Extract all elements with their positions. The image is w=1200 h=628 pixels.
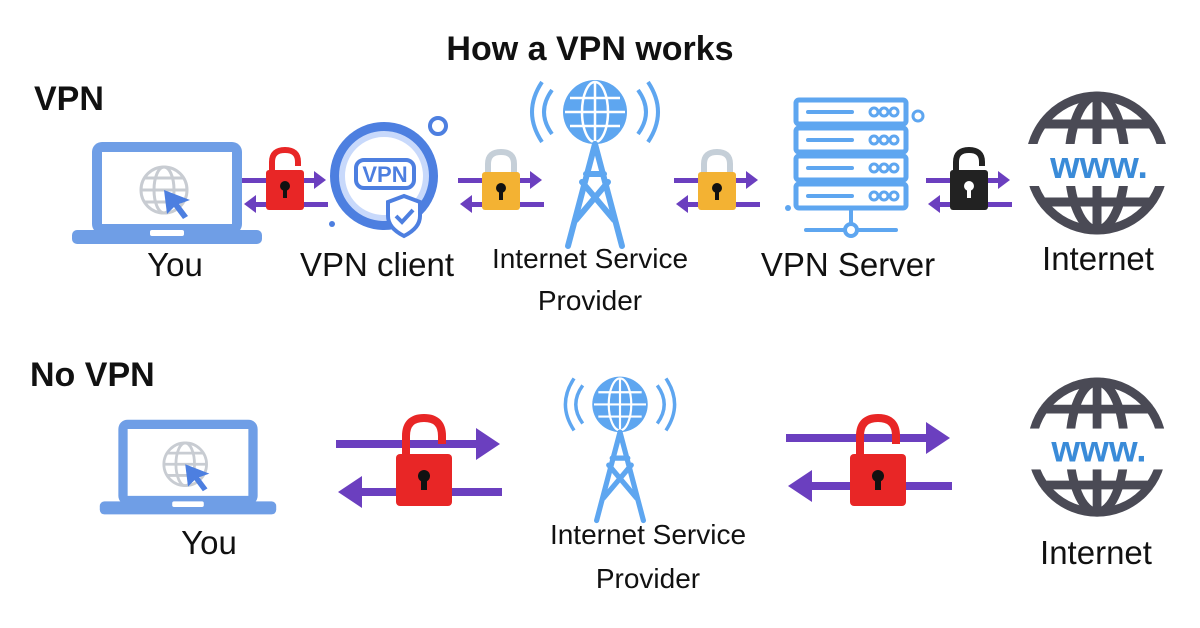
isp-label-line1: Internet Service	[491, 243, 689, 274]
novpn-section-label: No VPN	[30, 356, 155, 394]
globe-cursor-icon	[162, 441, 210, 492]
yellow-closed-lock-icon	[482, 148, 520, 210]
vpn-link-3	[674, 148, 760, 213]
svg-text:www.: www.	[1050, 429, 1146, 470]
internet-label: Internet	[1040, 534, 1152, 571]
vpn-client-label: VPN client	[299, 246, 455, 283]
you-label: You	[181, 524, 237, 561]
vpn-link-1	[242, 146, 328, 213]
isp-label-line1: Internet Service	[549, 519, 747, 550]
red-open-lock-icon	[850, 413, 906, 506]
laptop-icon	[72, 142, 262, 244]
www-globe-icon: www.	[1024, 91, 1174, 235]
red-open-lock-icon	[396, 413, 452, 506]
vpn-link-2	[458, 148, 544, 213]
cell-tower-icon	[563, 376, 677, 524]
svg-text:www.: www.	[1049, 145, 1148, 187]
novpn-link-1	[336, 413, 502, 508]
yellow-closed-lock-icon	[698, 148, 736, 210]
cell-tower-icon	[530, 80, 660, 249]
novpn-link-2	[786, 413, 952, 506]
www-globe-icon: www.	[1026, 377, 1172, 517]
vpn-server-label: VPN Server	[760, 246, 936, 283]
vpn-section-label: VPN	[34, 80, 104, 118]
black-open-lock-icon	[950, 146, 988, 210]
laptop-icon	[99, 419, 277, 515]
isp-label-line2: Provider	[595, 563, 701, 594]
internet-label: Internet	[1042, 240, 1154, 277]
globe-cursor-icon	[139, 165, 190, 219]
svg-text:VPN: VPN	[362, 162, 407, 187]
red-open-lock-icon	[266, 146, 304, 210]
server-icon	[785, 97, 925, 238]
isp-label-line2: Provider	[537, 285, 643, 316]
vpn-shield-icon: VPN	[329, 116, 448, 239]
page-title: How a VPN works	[446, 30, 734, 68]
vpn-link-4	[926, 146, 1012, 213]
you-label: You	[147, 246, 203, 283]
